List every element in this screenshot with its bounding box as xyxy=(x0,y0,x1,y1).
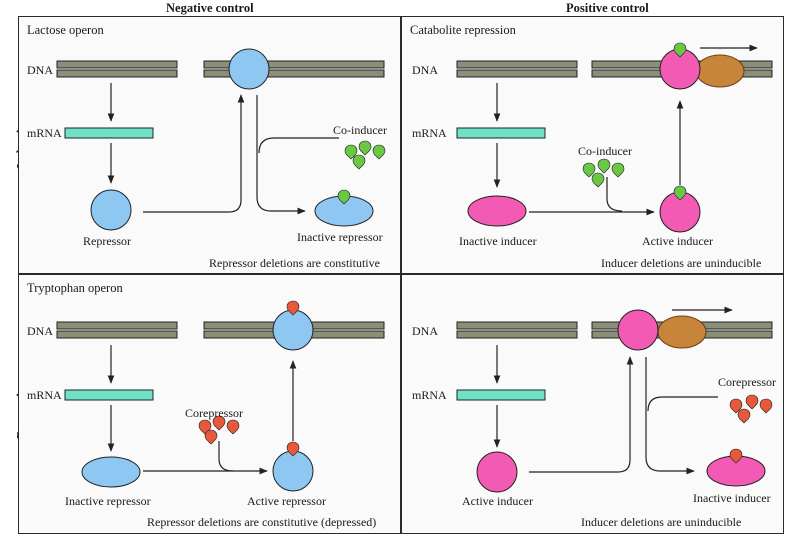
arrow-to-inactive-repressor xyxy=(256,95,306,215)
mrna-label: mRNA xyxy=(27,126,62,140)
mrna-bar xyxy=(64,389,154,401)
co-inducer-molecules xyxy=(582,158,625,188)
active-repressor-bound-dna xyxy=(272,309,314,351)
repressor-protein xyxy=(90,189,132,231)
bound-co-inducer xyxy=(337,189,351,205)
bound-corepressor xyxy=(729,448,743,464)
bound-co-inducer xyxy=(673,42,687,58)
inactive-inducer-label: Inactive inducer xyxy=(459,234,537,248)
mrna-bar xyxy=(64,127,154,139)
inactive-repressor-label: Inactive repressor xyxy=(297,230,383,244)
panel-catabolite-repression: Catabolite repression DN xyxy=(401,16,784,274)
inactive-repressor-label: Inactive repressor xyxy=(65,494,151,508)
mrna-label: mRNA xyxy=(412,126,447,140)
rna-polymerase xyxy=(657,315,707,349)
column-header-positive: Positive control xyxy=(566,1,649,15)
rna-polymerase xyxy=(695,54,745,88)
panel-title: Tryptophan operon xyxy=(27,281,123,295)
dna-strand-right xyxy=(203,60,385,78)
panel-lactose-operon: Lactose operon DNA mRNA Repressor xyxy=(18,16,401,274)
inactive-inducer-protein xyxy=(467,195,527,227)
dna-strand-left xyxy=(56,321,178,339)
co-inducer-label: Co-inducer xyxy=(333,123,387,137)
repressor-label: Repressor xyxy=(83,234,131,248)
panel-title: Catabolite repression xyxy=(410,23,516,37)
dna-strand-left xyxy=(456,321,578,339)
arrow-co-inducer xyxy=(258,137,339,154)
arrow-inducer-to-dna xyxy=(529,356,634,473)
catabolite-diagram xyxy=(456,42,773,233)
panel-title: Lactose operon xyxy=(27,23,104,37)
active-inducer-protein xyxy=(476,451,518,493)
panel-footer: Repressor deletions are constitutive (de… xyxy=(147,515,377,529)
corepressor-label: Corepressor xyxy=(718,375,776,389)
mrna-label: mRNA xyxy=(412,388,447,402)
active-inducer-label: Active inducer xyxy=(642,234,713,248)
dna-strand-left xyxy=(456,60,578,78)
arrow-co-inducer xyxy=(606,177,623,212)
dna-label: DNA xyxy=(412,63,438,77)
corepressor-molecules xyxy=(729,394,773,424)
active-repressor-protein xyxy=(272,450,314,492)
dna-label: DNA xyxy=(27,63,53,77)
active-inducer-bound-dna xyxy=(617,309,659,351)
panel-footer: Repressor deletions are constitutive xyxy=(209,256,380,270)
active-inducer-label: Active inducer xyxy=(462,494,533,508)
co-inducer-label: Co-inducer xyxy=(578,144,632,158)
bound-corepressor-free xyxy=(286,441,300,457)
lactose-diagram xyxy=(56,48,386,231)
arrow-corepressor xyxy=(218,441,234,472)
dna-strand-left xyxy=(56,60,178,78)
dna-label: DNA xyxy=(27,324,53,338)
co-inducer-molecules xyxy=(344,140,386,170)
inactive-repressor-protein xyxy=(81,456,141,488)
mrna-label: mRNA xyxy=(27,388,62,402)
arrow-to-inactive-inducer xyxy=(645,357,695,475)
bound-corepressor xyxy=(286,300,300,316)
positive-repression-diagram xyxy=(456,306,773,493)
corepressor-label: Corepressor xyxy=(185,406,243,420)
arrow-repressor-to-dna xyxy=(143,94,245,213)
bound-co-inducer-free xyxy=(673,185,687,201)
panel-footer: Inducer deletions are uninducible xyxy=(601,256,762,270)
arrow-corepressor xyxy=(647,396,718,412)
repressor-bound-dna xyxy=(228,48,270,90)
mrna-bar xyxy=(456,127,546,139)
mrna-bar xyxy=(456,389,546,401)
panel-tryptophan-operon: Tryptophan operon DNA mRNA Ina xyxy=(18,274,401,534)
active-repressor-label: Active repressor xyxy=(247,494,326,508)
panel-footer: Inducer deletions are uninducible xyxy=(581,515,742,529)
panel-positive-repression: DNA mRNA Active inducer Corepressor Inac… xyxy=(401,274,784,534)
corepressor-molecules xyxy=(198,415,240,445)
inactive-inducer-label: Inactive inducer xyxy=(693,491,771,505)
dna-label: DNA xyxy=(412,324,438,338)
tryptophan-diagram xyxy=(56,300,385,492)
column-header-negative: Negative control xyxy=(166,1,254,15)
